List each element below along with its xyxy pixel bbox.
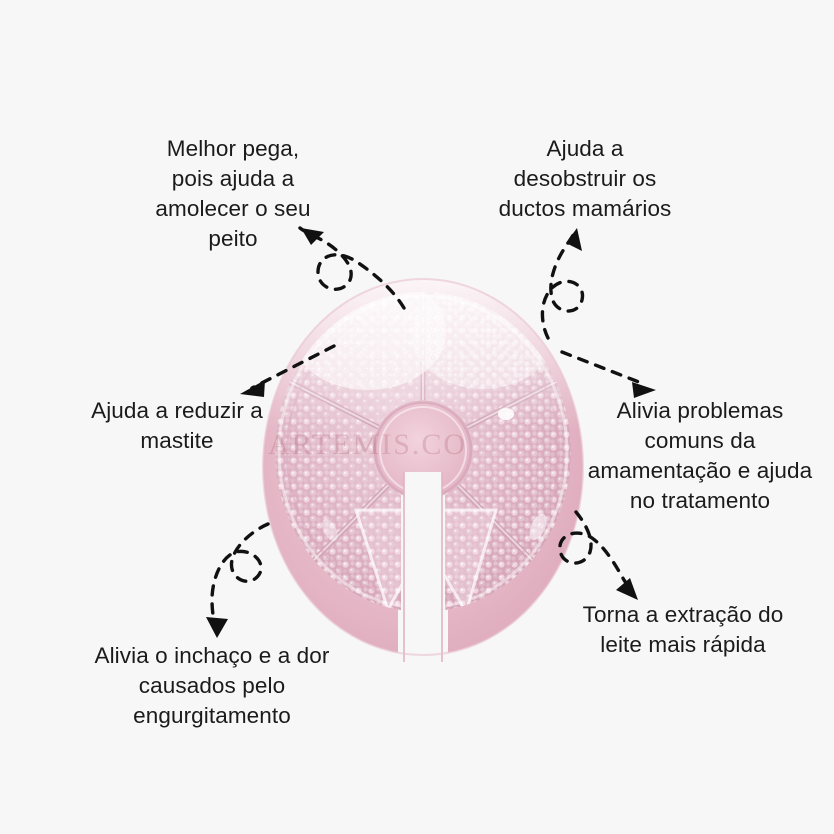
arrow-head-desobstruir (566, 228, 582, 251)
product-image (238, 262, 608, 692)
arrow-head-torna-extracao (616, 578, 638, 600)
callout-alivia-problemas: Alivia problemas comuns da amamentação e… (587, 398, 813, 513)
callout-inchaco: Alivia o inchaço e a dor causados pelo e… (94, 643, 330, 728)
product-outline (262, 278, 584, 656)
product-top-translucency (238, 262, 608, 432)
callout-mastite: Ajuda a reduzir a mastite (91, 398, 263, 453)
arrow-head-inchaco (206, 617, 228, 638)
watermark: ARTEMIS.CO (268, 428, 468, 461)
callout-torna-extracao: Torna a extração do leite mais rápida (582, 602, 784, 657)
callout-desobstruir: Ajuda a desobstruir os ductos mamários (498, 136, 672, 221)
callout-melhor-pega: Melhor pega, pois ajuda a amolecer o seu… (155, 136, 311, 251)
product-illustration (238, 262, 608, 672)
